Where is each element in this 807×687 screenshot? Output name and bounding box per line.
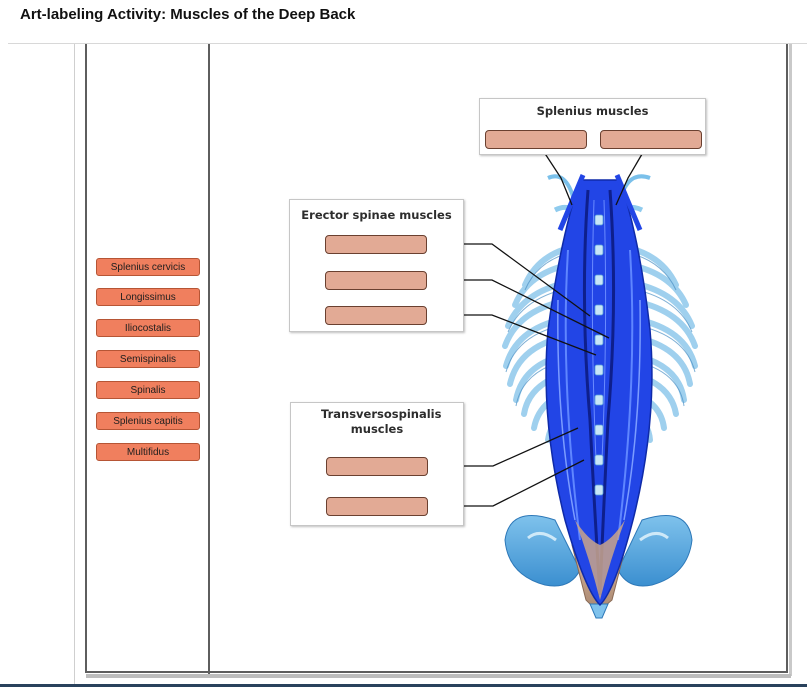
group-title-erector-spinae: Erector spinae muscles — [301, 208, 452, 222]
drop-target-transversospinalis-1[interactable] — [326, 457, 428, 476]
group-title-splenius: Splenius muscles — [536, 104, 649, 118]
page-title: Art-labeling Activity: Muscles of the De… — [20, 6, 356, 23]
draggable-label-multifidus[interactable]: Multifidus — [96, 443, 200, 461]
group-title-transversospinalis: Transversospinalis muscles — [321, 407, 442, 436]
label-bank-divider — [208, 44, 210, 674]
draggable-label-semispinalis[interactable]: Semispinalis — [96, 350, 200, 368]
vertebral-column — [594, 214, 604, 496]
draggable-label-iliocostalis[interactable]: Iliocostalis — [96, 319, 200, 337]
drop-target-splenius-2[interactable] — [600, 130, 702, 149]
draggable-label-splenius-capitis[interactable]: Splenius capitis — [96, 412, 200, 430]
bottom-edge-bar — [0, 684, 807, 687]
drop-target-erector-2[interactable] — [325, 271, 427, 290]
title-divider — [8, 43, 807, 44]
frame-shadow-bottom — [86, 674, 791, 678]
drop-target-splenius-1[interactable] — [485, 130, 587, 149]
frame-shadow-right — [789, 44, 792, 676]
draggable-label-longissimus[interactable]: Longissimus — [96, 288, 200, 306]
draggable-label-spinalis[interactable]: Spinalis — [96, 381, 200, 399]
draggable-label-splenius-cervicis[interactable]: Splenius cervicis — [96, 258, 200, 276]
drop-target-erector-3[interactable] — [325, 306, 427, 325]
drop-target-erector-1[interactable] — [325, 235, 427, 254]
left-margin-rule — [74, 44, 75, 687]
drop-target-transversospinalis-2[interactable] — [326, 497, 428, 516]
